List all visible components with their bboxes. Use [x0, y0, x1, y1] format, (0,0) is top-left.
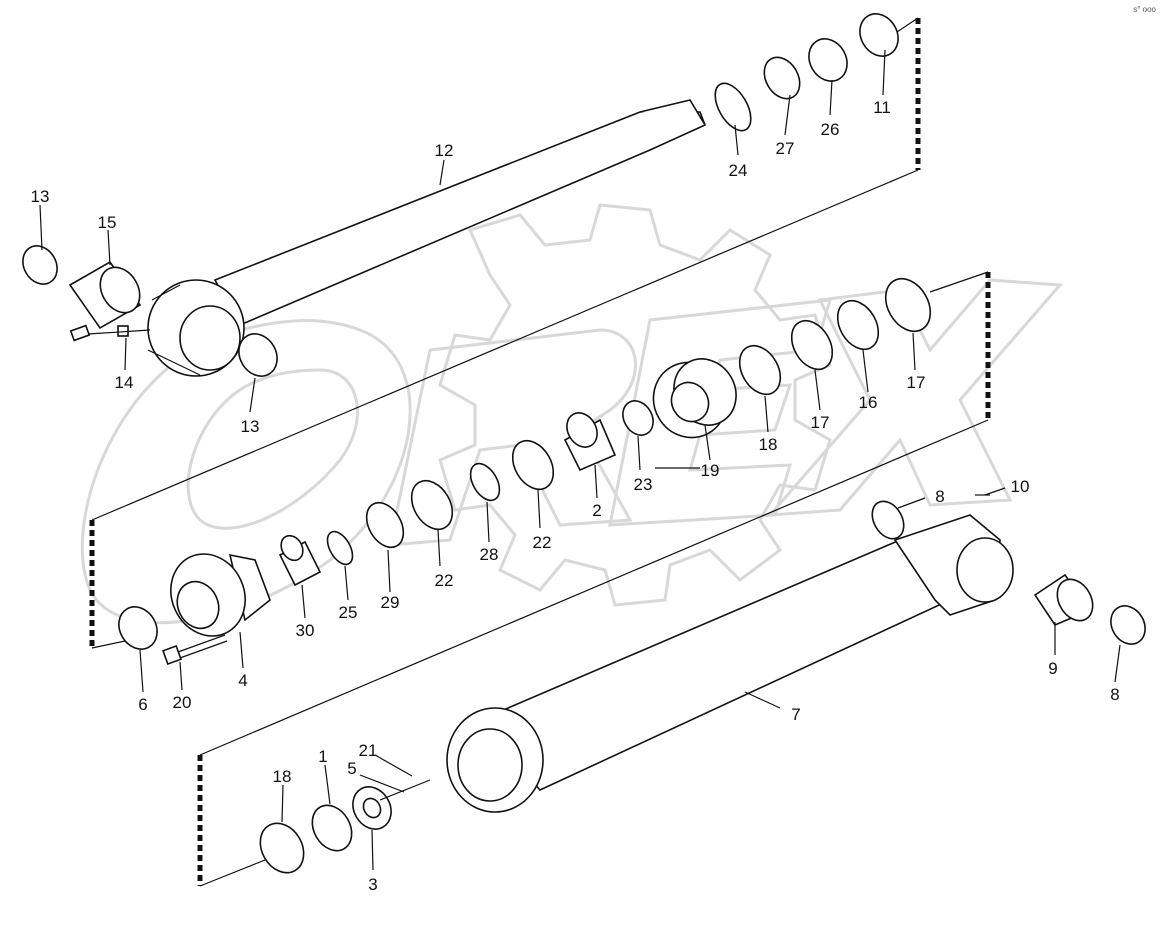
part-22-ring-upper — [511, 439, 555, 491]
callout-5: 5 — [347, 759, 356, 778]
callout-12: 12 — [435, 141, 454, 160]
part-23-o-ring — [622, 400, 654, 436]
part-20-bolt — [162, 634, 228, 665]
part-17-ring-b — [884, 277, 932, 333]
callout-24: 24 — [729, 161, 748, 180]
callout-3: 3 — [368, 875, 377, 894]
part-14-grease-nipple — [69, 324, 151, 342]
callout-1: 1 — [318, 747, 327, 766]
leader-lines — [39, 49, 1121, 871]
callout-17-a: 17 — [811, 413, 830, 432]
part-4-cylinder-head — [170, 553, 271, 637]
part-18-ring-upper — [738, 344, 782, 396]
callout-25: 25 — [339, 603, 358, 622]
part-25-shim — [326, 530, 354, 566]
callout-17-b: 17 — [907, 373, 926, 392]
part-24-seal — [714, 82, 752, 132]
part-6-seal — [118, 606, 158, 650]
callout-13-lower: 13 — [241, 417, 260, 436]
callout-14: 14 — [115, 373, 134, 392]
part-18-ring-lower — [259, 822, 305, 874]
callout-11: 11 — [873, 98, 891, 117]
part-11-seal — [859, 13, 899, 57]
callout-6: 6 — [138, 695, 147, 714]
part-29-ring — [365, 501, 405, 549]
part-19-piston — [652, 358, 737, 439]
part-28-ring — [469, 462, 501, 502]
callout-13-upper: 13 — [31, 187, 50, 206]
callout-8-lower: 8 — [1110, 685, 1119, 704]
part-22-ring-lower — [410, 479, 454, 531]
part-26-ring — [808, 38, 848, 82]
part-9-bushing — [1033, 573, 1094, 626]
callout-2: 2 — [592, 501, 601, 520]
callout-10: 10 — [1011, 477, 1030, 496]
part-8-seal-upper — [871, 500, 905, 540]
part-7-cylinder-tube — [446, 514, 1014, 813]
watermark-text: OREX — [600, 469, 603, 471]
part-17-ring-a — [790, 319, 834, 371]
assembly-bracket-lines — [89, 17, 991, 887]
callout-19: 19 — [701, 461, 720, 480]
callout-4: 4 — [238, 671, 247, 690]
callout-28: 28 — [480, 545, 499, 564]
callout-22-lower: 22 — [435, 571, 454, 590]
callout-labels: 12 24 27 26 11 13 15 14 13 17 16 17 18 1… — [31, 98, 1120, 894]
part-27-ring — [763, 56, 801, 100]
callout-26: 26 — [821, 120, 840, 139]
callout-15: 15 — [98, 213, 117, 232]
callout-16: 16 — [859, 393, 878, 412]
callout-7: 7 — [791, 705, 800, 724]
part-1-shim — [311, 804, 353, 852]
callout-20: 20 — [173, 693, 192, 712]
callout-8-upper: 8 — [935, 487, 944, 506]
part-16-ring — [836, 299, 880, 351]
callout-27: 27 — [776, 139, 795, 158]
callout-9: 9 — [1048, 659, 1057, 678]
callout-22-upper: 22 — [533, 533, 552, 552]
part-3-lock-nut — [352, 786, 392, 830]
part-13-seal-lower — [238, 333, 278, 377]
callout-18-upper: 18 — [759, 435, 778, 454]
part-5-screw — [379, 779, 431, 801]
callout-29: 29 — [381, 593, 400, 612]
callout-21: 21 — [359, 741, 378, 760]
callout-30: 30 — [296, 621, 315, 640]
corner-mark: s° ooo — [1133, 5, 1156, 14]
part-8-seal-lower — [1110, 605, 1146, 645]
part-30-bushing — [278, 534, 322, 587]
part-13-seal-upper — [22, 245, 58, 285]
callout-18-lower: 18 — [273, 767, 292, 786]
callout-23: 23 — [634, 475, 653, 494]
part-15-bushing — [68, 260, 142, 330]
piston-rod — [147, 99, 707, 377]
part-2-spacer — [563, 412, 617, 472]
